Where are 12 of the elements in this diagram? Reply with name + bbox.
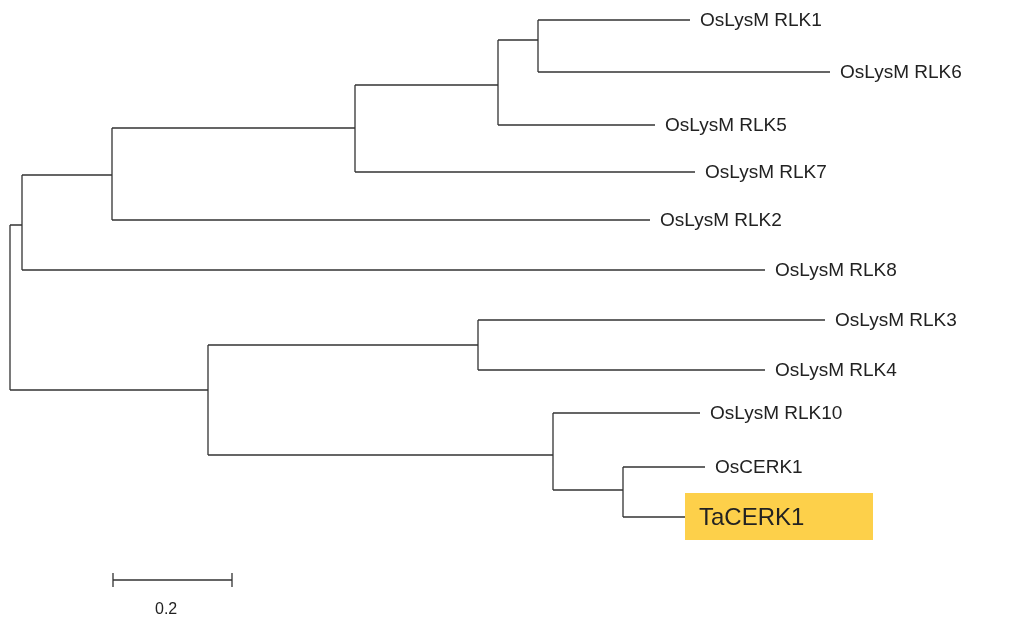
leaf-label: OsLysM RLK3 [835,309,957,331]
leaf-label: OsLysM RLK4 [775,359,897,381]
leaf-label: OsLysM RLK6 [840,61,962,83]
leaf-label: OsLysM RLK8 [775,259,897,281]
scale-value: 0.2 [155,599,178,619]
leaf-label: OsLysM RLK2 [660,209,782,231]
highlighted-leaf-label: TaCERK1 [685,493,873,540]
leaf-label: OsCERK1 [715,456,803,478]
leaf-label: OsLysM RLK1 [700,9,822,31]
leaf-label: OsLysM RLK5 [665,114,787,136]
leaf-label: OsLysM RLK10 [710,402,843,424]
leaf-label: OsLysM RLK7 [705,161,827,183]
